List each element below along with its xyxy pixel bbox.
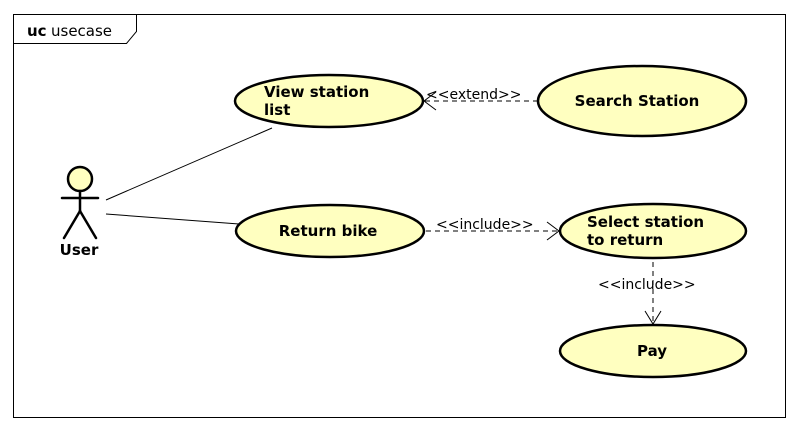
actor-label: User — [60, 241, 99, 259]
actor-user[interactable]: User — [60, 165, 100, 259]
usecase-label: Return bike — [279, 222, 378, 240]
usecase-label: Pay — [637, 342, 667, 360]
usecase-select-station-to-return[interactable]: Select station to return — [558, 202, 748, 260]
frame-name: usecase — [51, 22, 112, 40]
usecase-ellipse — [558, 202, 748, 260]
usecase-label: Search Station — [575, 92, 700, 110]
usecase-ellipse — [536, 64, 748, 138]
usecase-view-station-list[interactable]: View station list — [233, 73, 425, 129]
usecase-ellipse — [558, 323, 748, 379]
frame-keyword: uc — [27, 22, 47, 40]
actor-right-leg — [78, 209, 98, 240]
actor-left-leg — [62, 209, 82, 240]
usecase-label-line1: Select station — [587, 213, 704, 231]
extend-stereotype: <<extend>> — [426, 87, 521, 103]
association-user-return-bike — [105, 213, 240, 225]
include-relation-select-pay: <<include>> — [598, 262, 696, 325]
actor-head — [66, 165, 94, 193]
usecase-label-line2: list — [264, 101, 290, 119]
usecase-label-line2: to return — [587, 231, 663, 249]
frame-tab — [13, 14, 137, 44]
association-user-view-station-list — [105, 127, 273, 201]
usecase-return-bike[interactable]: Return bike — [234, 203, 426, 259]
include-stereotype-select-pay: <<include>> — [598, 277, 696, 293]
usecase-pay[interactable]: Pay — [558, 323, 748, 379]
usecase-label-line1: View station — [264, 83, 369, 101]
include-stereotype-return-select: <<include>> — [436, 217, 534, 233]
usecase-ellipse — [233, 73, 425, 129]
usecase-ellipse — [234, 203, 426, 259]
usecase-search-station[interactable]: Search Station — [536, 64, 748, 138]
